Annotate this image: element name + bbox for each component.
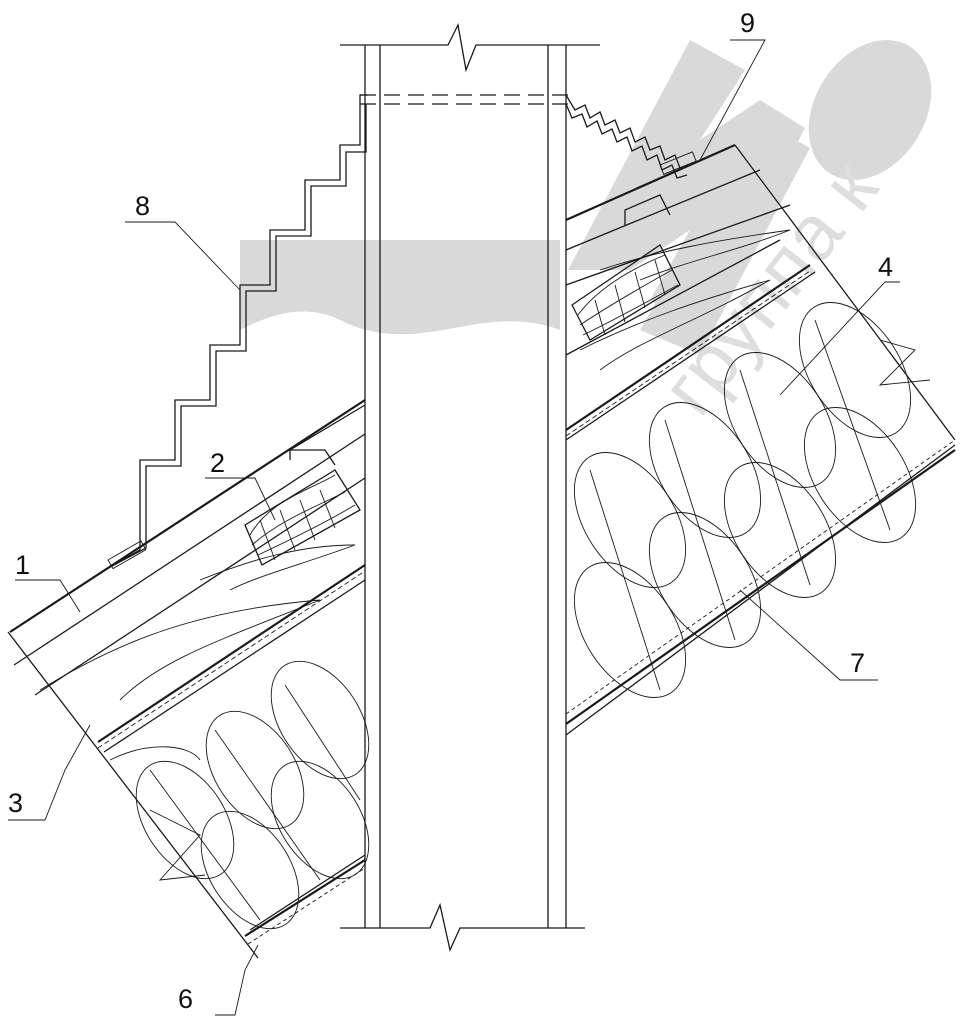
callout-labels: 1 2 3 4 6 7 8 9 <box>8 8 893 1014</box>
leader-lines <box>8 39 900 1016</box>
label-1: 1 <box>15 550 30 580</box>
label-2: 2 <box>210 448 225 478</box>
label-7: 7 <box>850 648 865 678</box>
label-4: 4 <box>878 252 893 282</box>
roof-section-right <box>565 94 956 736</box>
label-8: 8 <box>135 191 150 221</box>
vertical-pipe <box>340 22 600 953</box>
label-9: 9 <box>740 8 755 38</box>
roof-section-left <box>7 94 370 959</box>
label-6: 6 <box>178 984 193 1014</box>
label-3: 3 <box>8 788 23 818</box>
watermark-logo: группа к <box>240 40 932 430</box>
